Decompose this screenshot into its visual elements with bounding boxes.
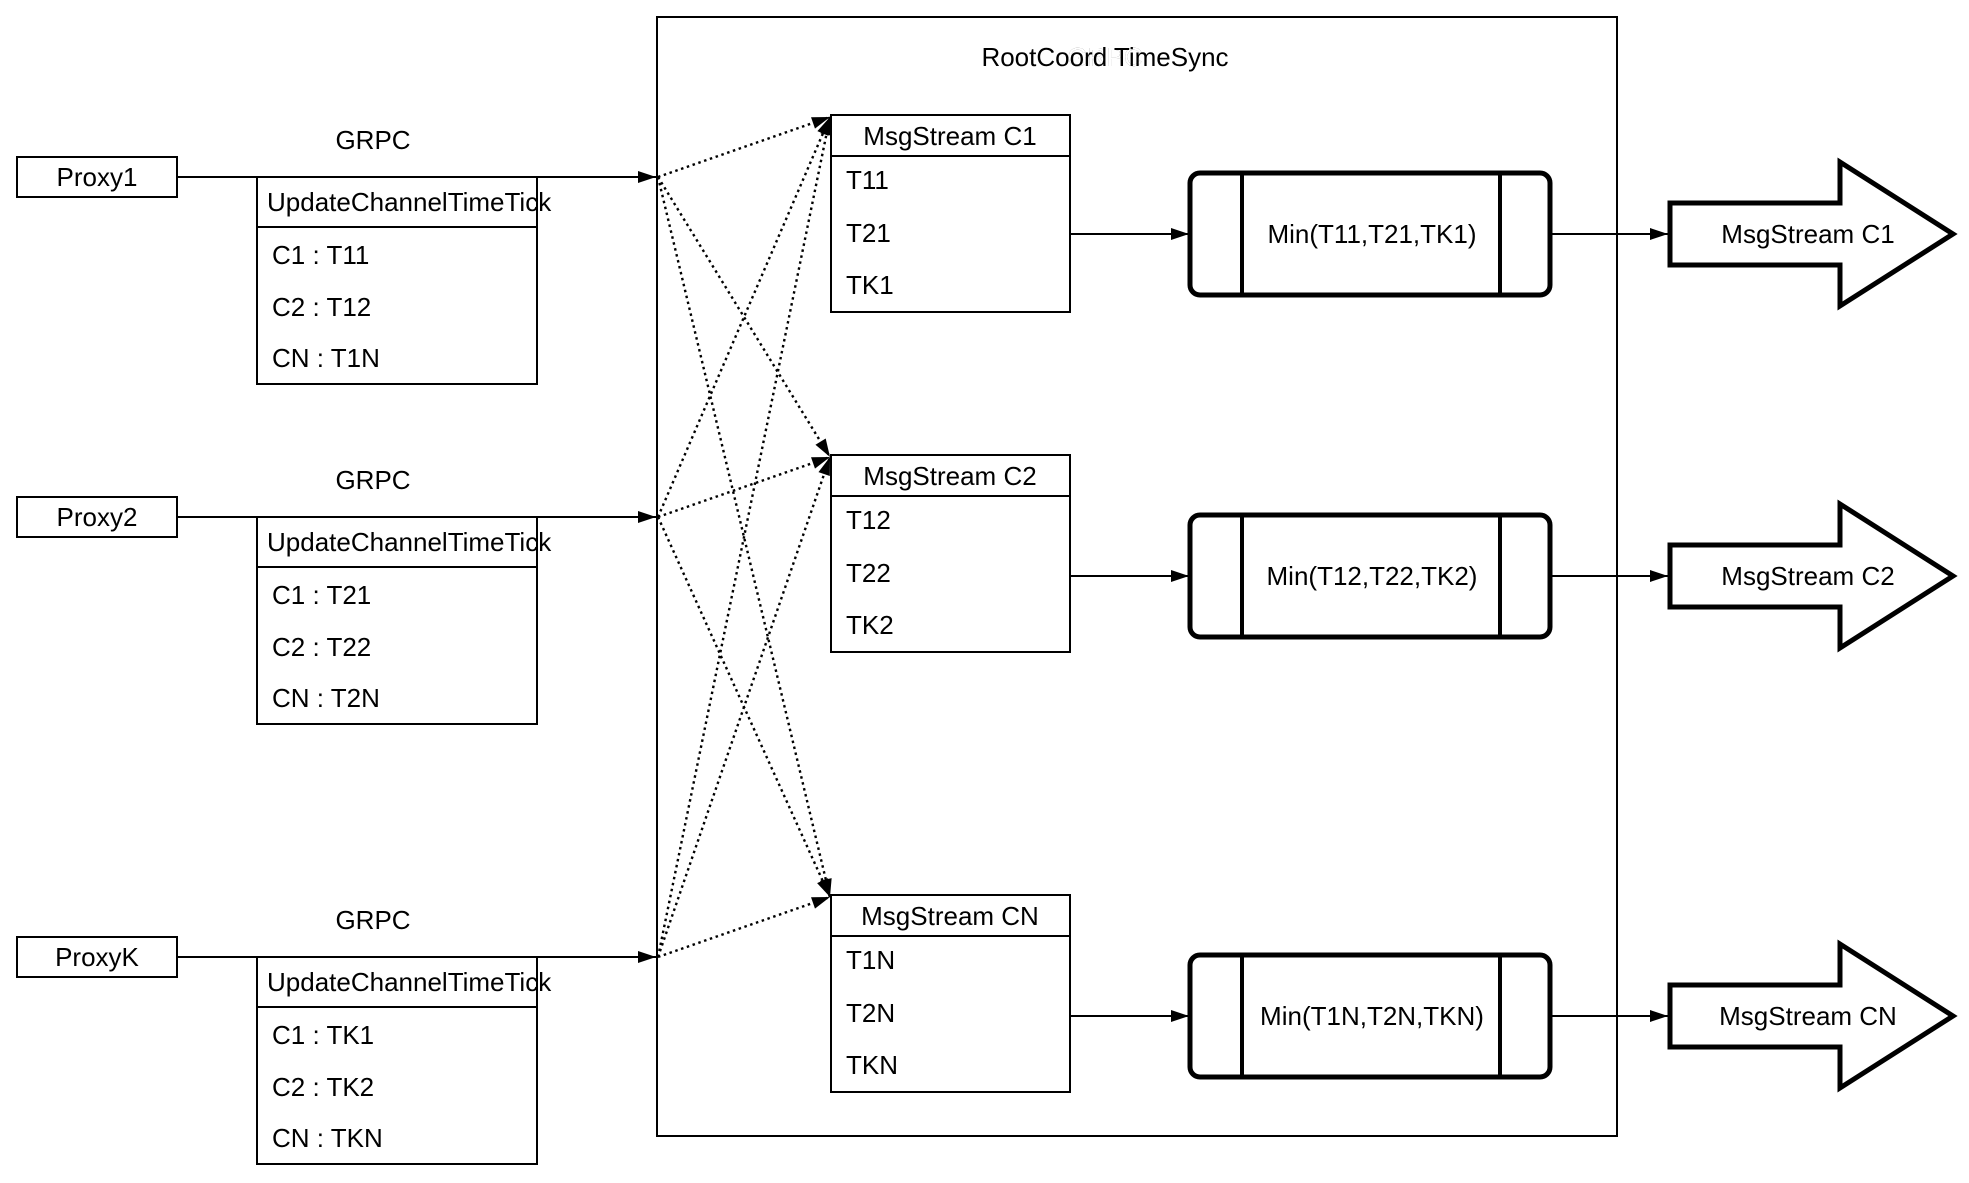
grpc-label-2: GRPC: [335, 465, 410, 495]
table-row: T12: [846, 505, 891, 535]
update-table-2: UpdateChannelTimeTick C1 : T21 C2 : T22 …: [256, 516, 552, 725]
table-row: T1N: [846, 945, 895, 975]
rootcoord-title: RootCoord TimeSync: [981, 42, 1228, 72]
msgstream-table-c1: MsgStream C1 T11 T21 TK1: [830, 114, 1071, 313]
update-table-3-header: UpdateChannelTimeTick: [267, 967, 552, 997]
update-table-1-box: [256, 176, 538, 385]
update-table-1-header: UpdateChannelTimeTick: [267, 187, 552, 217]
dotted-arrow-p1-c2: [656, 176, 832, 458]
proxy1-box: [16, 156, 178, 198]
proxyk-label: ProxyK: [55, 942, 139, 972]
msgstream-table-c1-header: MsgStream C1: [863, 121, 1036, 151]
output-arrow-cn-label: MsgStream CN: [1719, 1001, 1897, 1031]
output-arrow-c2: MsgStream C2: [1667, 499, 1958, 653]
proxy2-label: Proxy2: [57, 502, 138, 532]
rootcoord-title: GRPC: [1067, 42, 1142, 72]
table-row: TKN: [846, 1050, 898, 1080]
min-label-3: Min(T1N,T2N,TKN): [1260, 1001, 1484, 1031]
proxyk-node: ProxyK GRPC: [16, 905, 411, 978]
min-box-3: [1187, 952, 1553, 1080]
msgstream-table-cn-box: [830, 894, 1071, 1093]
table-row: T2N: [846, 998, 895, 1028]
msgstream-table-c1-box: [830, 114, 1071, 313]
table-row: T22: [846, 558, 891, 588]
update-table-1: UpdateChannelTimeTick C1 : T11 C2 : T12 …: [256, 176, 552, 385]
update-table-3: UpdateChannelTimeTick C1 : TK1 C2 : TK2 …: [256, 956, 552, 1165]
table-row: C2 : T22: [272, 632, 371, 662]
table-row: C1 : T21: [272, 580, 371, 610]
min-node-2: Min(T12,T22,TK2): [1187, 512, 1553, 640]
output-arrow-c2-shape: [1667, 499, 1958, 653]
table-row: T11: [846, 165, 889, 195]
dotted-arrow-p1-c1: [657, 115, 831, 179]
msgstream-table-c2: MsgStream C2 T12 T22 TK2: [830, 454, 1071, 653]
table-row: C1 : TK1: [272, 1020, 374, 1050]
msgstream-table-cn-header: MsgStream CN: [861, 901, 1039, 931]
table-row: TK2: [846, 610, 894, 640]
table-row: CN : T1N: [272, 343, 380, 373]
min-box-2: [1187, 512, 1553, 640]
table-row: C2 : TK2: [272, 1072, 374, 1102]
table-row: CN : TKN: [272, 1123, 383, 1153]
grpc-label-3: GRPC: [335, 905, 410, 935]
proxy2-node: Proxy2 GRPC: [16, 465, 411, 538]
min-box-1: [1187, 170, 1553, 298]
table-row: C1 : T11: [272, 240, 369, 270]
output-arrow-c1-shape: [1667, 157, 1958, 311]
dotted-arrow-pk-c2: [656, 456, 832, 958]
min-label-2: Min(T12,T22,TK2): [1267, 561, 1478, 591]
proxy1-label: Proxy1: [57, 162, 138, 192]
grpc-label-1: GRPC: [335, 125, 410, 155]
proxy1-node: Proxy1 GRPC: [16, 125, 411, 198]
update-table-2-header: UpdateChannelTimeTick: [267, 527, 552, 557]
proxy2-box: [16, 496, 178, 538]
title-mask: GRPC: [1067, 42, 1142, 72]
dotted-arrow-p2-c1: [656, 116, 832, 518]
msgstream-table-cn: MsgStream CN T1N T2N TKN: [830, 894, 1071, 1093]
update-table-2-box: [256, 516, 538, 725]
output-arrow-cn: MsgStream CN: [1667, 939, 1958, 1093]
output-arrow-cn-shape: [1667, 939, 1958, 1093]
dotted-arrow-p2-c2: [657, 455, 831, 519]
output-arrow-c1-label: MsgStream C1: [1721, 219, 1894, 249]
output-arrow-c1: MsgStream C1: [1667, 157, 1958, 311]
table-row: T21: [846, 218, 891, 248]
msgstream-table-c2-header: MsgStream C2: [863, 461, 1036, 491]
min-label-1: Min(T11,T21,TK1): [1267, 219, 1476, 249]
table-row: TK1: [846, 270, 894, 300]
dotted-arrow-pk-c1: [656, 116, 833, 958]
min-node-3: Min(T1N,T2N,TKN): [1187, 952, 1553, 1080]
dotted-arrow-p1-cn: [656, 176, 832, 898]
table-row: CN : T2N: [272, 683, 380, 713]
update-table-3-box: [256, 956, 538, 1165]
min-node-1: Min(T11,T21,TK1): [1187, 170, 1553, 298]
output-arrow-c2-label: MsgStream C2: [1721, 561, 1894, 591]
msgstream-table-c2-box: [830, 454, 1071, 653]
table-row: C2 : T12: [272, 292, 371, 322]
dotted-arrow-pk-cn: [657, 895, 831, 959]
proxyk-box: [16, 936, 178, 978]
